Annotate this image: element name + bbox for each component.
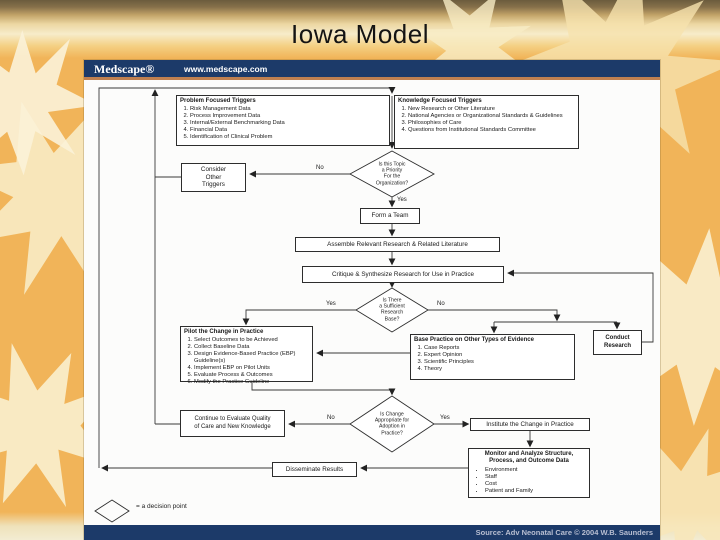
list-item: Philosophies of Care: [408, 120, 578, 127]
slide-title: Iowa Model: [291, 19, 429, 49]
medscape-figure-panel: Medscape® www.medscape.com: [84, 60, 660, 540]
problem-triggers-box: Problem Focused Triggers Risk Management…: [176, 95, 390, 146]
list-item: Select Outcomes to be Achieved: [194, 337, 312, 344]
medscape-header-bar: Medscape® www.medscape.com: [84, 60, 660, 80]
list-item: Risk Management Data: [190, 106, 389, 113]
list-item: Patient and Family: [485, 488, 589, 495]
adoption-decision-diamond: [349, 395, 435, 453]
list-item: New Research or Other Literature: [408, 106, 578, 113]
list-item: Evaluate Process & Outcomes: [194, 372, 312, 379]
knowledge-triggers-box: Knowledge Focused Triggers New Research …: [394, 95, 579, 149]
connector-lines: [94, 86, 654, 523]
base-practice-box: Base Practice on Other Types of Evidence…: [410, 334, 575, 380]
base-practice-list: Case Reports Expert Opinion Scientific P…: [411, 345, 574, 373]
knowledge-triggers-title: Knowledge Focused Triggers: [398, 98, 482, 104]
legend-label: = a decision point: [136, 503, 187, 510]
research-base-decision-text: Is There a Sufficient Research Base?: [379, 297, 405, 323]
list-item: Cost: [485, 481, 589, 488]
list-item: Collect Baseline Data: [194, 344, 312, 351]
list-item: Internal/External Benchmarking Data: [190, 120, 389, 127]
legend-decision-diamond: [94, 499, 130, 523]
research-base-decision-diamond: [355, 287, 429, 333]
monitor-analyze-title: Monitor and Analyze Structure, Process, …: [484, 451, 574, 464]
form-team-box: Form a Team: [360, 208, 420, 224]
list-item: Case Reports: [424, 345, 574, 352]
knowledge-triggers-list: New Research or Other Literature Nationa…: [395, 106, 578, 134]
medscape-url: www.medscape.com: [184, 64, 268, 74]
list-item: Scientific Principles: [424, 359, 574, 366]
medscape-logo: Medscape®: [94, 62, 155, 76]
adoption-decision-text: Is Change Appropriate for Adoption in Pr…: [374, 411, 410, 437]
list-item: Financial Data: [190, 127, 389, 134]
conduct-research-box: Conduct Research: [593, 330, 642, 355]
source-bar: Source: Adv Neonatal Care © 2004 W.B. Sa…: [84, 525, 660, 540]
institute-change-box: Institute the Change in Practice: [470, 418, 590, 431]
flowchart-canvas: Problem Focused Triggers Risk Management…: [84, 80, 660, 525]
list-item: Environment: [485, 467, 589, 474]
pilot-change-list: Select Outcomes to be Achieved Collect B…: [181, 337, 312, 386]
priority-decision-text: Is this Topic a Priority For the Organiz…: [375, 161, 409, 187]
monitor-analyze-list: Environment Staff Cost Patient and Famil…: [469, 467, 589, 496]
problem-triggers-list: Risk Management Data Process Improvement…: [177, 106, 389, 141]
list-item: Theory: [424, 366, 574, 373]
branch-label-no: No: [327, 415, 335, 421]
branch-label-yes: Yes: [326, 301, 336, 307]
list-item: Expert Opinion: [424, 352, 574, 359]
disseminate-results-box: Disseminate Results: [272, 462, 357, 477]
assemble-research-box: Assemble Relevant Research & Related Lit…: [295, 237, 500, 252]
list-item: Modify the Practice Guideline: [194, 379, 312, 386]
list-item: National Agencies or Organizational Stan…: [408, 113, 578, 120]
list-item: Implement EBP on Pilot Units: [194, 365, 312, 372]
list-item: Design Evidence-Based Practice (EBP) Gui…: [194, 351, 312, 365]
continue-evaluate-box: Continue to Evaluate Quality of Care and…: [180, 410, 285, 437]
list-item: Identification of Clinical Problem: [190, 134, 389, 141]
branch-label-yes: Yes: [397, 197, 407, 203]
branch-label-yes: Yes: [440, 415, 450, 421]
pilot-change-title: Pilot the Change in Practice: [184, 329, 264, 335]
list-item: Process Improvement Data: [190, 113, 389, 120]
priority-decision-diamond: [349, 150, 435, 198]
branch-label-no: No: [316, 165, 324, 171]
pilot-change-box: Pilot the Change in Practice Select Outc…: [180, 326, 313, 385]
critique-synthesize-box: Critique & Synthesize Research for Use i…: [302, 266, 504, 283]
list-item: Staff: [485, 474, 589, 481]
branch-label-no: No: [437, 301, 445, 307]
consider-other-triggers-box: Consider Other Triggers: [181, 163, 246, 192]
list-item: Questions from Institutional Standards C…: [408, 127, 578, 134]
monitor-analyze-box: Monitor and Analyze Structure, Process, …: [468, 448, 590, 498]
problem-triggers-title: Problem Focused Triggers: [180, 98, 256, 104]
base-practice-title: Base Practice on Other Types of Evidence: [414, 337, 534, 343]
